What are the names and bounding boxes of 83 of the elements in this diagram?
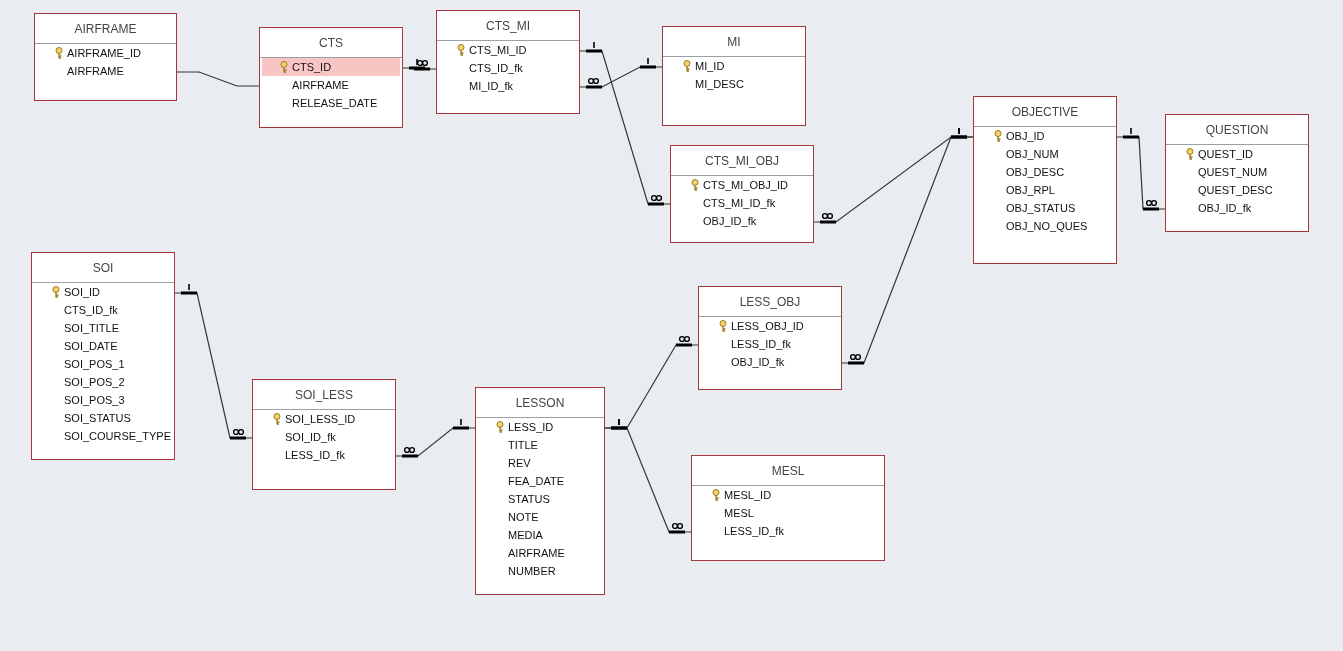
field-name: SOI_STATUS (64, 411, 131, 426)
table-box (691, 455, 885, 561)
relationship-line (395, 417, 476, 458)
relationship-line (604, 417, 692, 534)
field-name: OBJ_DESC (1006, 165, 1065, 180)
field-name: QUEST_DESC (1198, 183, 1273, 198)
field-name: LESS_ID_fk (731, 337, 791, 352)
field-name: AIRFRAME_ID (67, 46, 141, 61)
field-name: LESS_ID_fk (285, 448, 345, 463)
field-name: OBJ_RPL (1006, 183, 1055, 198)
field-name: OBJ_ID_fk (731, 355, 785, 370)
table-box (31, 252, 175, 460)
table-box (662, 26, 806, 126)
table-name: MESL (771, 462, 805, 480)
field-name: CTS_MI_ID_fk (703, 196, 776, 211)
table-name: CTS_MI_OBJ (705, 152, 779, 170)
relationship-line (1116, 126, 1166, 211)
field-name: QUEST_ID (1198, 147, 1253, 162)
relationship-line (579, 40, 671, 206)
field-name: REV (508, 456, 531, 471)
table-name: SOI (92, 259, 114, 277)
field-name: CTS_ID_fk (469, 61, 523, 76)
field-name: AIRFRAME (67, 64, 124, 79)
field-name: SOI_POS_2 (64, 375, 125, 390)
field-name: LESS_OBJ_ID (731, 319, 804, 334)
field-name: TITLE (508, 438, 538, 453)
field-name: OBJ_ID (1006, 129, 1045, 144)
table-name: CTS (319, 34, 343, 52)
field-name: LESS_ID_fk (724, 524, 784, 539)
table-box (34, 13, 177, 101)
relationship-line (176, 71, 260, 87)
field-name: MI_DESC (695, 77, 744, 92)
field-name: QUEST_NUM (1198, 165, 1268, 180)
table-box (259, 27, 403, 128)
table-name: AIRFRAME (74, 20, 137, 38)
field-name: CTS_MI_ID (469, 43, 527, 58)
field-name: MEDIA (508, 528, 543, 543)
field-name: OBJ_ID_fk (703, 214, 757, 229)
field-name: RELEASE_DATE (292, 96, 378, 111)
table-box (436, 10, 580, 114)
field-name: MESL_ID (724, 488, 772, 503)
field-name: OBJ_NUM (1006, 147, 1059, 162)
table-name: LESSON (515, 394, 565, 412)
field-name: CTS_ID (292, 60, 332, 75)
field-name: NUMBER (508, 564, 556, 579)
field-name: LESS_ID (508, 420, 554, 435)
table-box (475, 387, 605, 595)
field-name: FEA_DATE (508, 474, 565, 489)
table-box (698, 286, 842, 390)
table-name: QUESTION (1205, 121, 1269, 139)
field-name: SOI_DATE (64, 339, 118, 354)
table-box (973, 96, 1117, 264)
table-box (1165, 114, 1309, 232)
relationship-line (174, 282, 253, 440)
field-name: MI_ID (695, 59, 725, 74)
relationship-line (841, 126, 974, 365)
table-name: CTS_MI (486, 17, 530, 35)
field-name: SOI_LESS_ID (285, 412, 356, 427)
field-name: SOI_POS_1 (64, 357, 125, 372)
field-name: MI_ID_fk (469, 79, 513, 94)
field-name: AIRFRAME (292, 78, 349, 93)
field-name: SOI_ID_fk (285, 430, 336, 445)
relationship-line (402, 57, 437, 71)
relationship-line (579, 56, 663, 89)
field-name: AIRFRAME (508, 546, 565, 561)
table-name: OBJECTIVE (1011, 103, 1079, 121)
field-name: OBJ_ID_fk (1198, 201, 1252, 216)
table-name: MI (727, 33, 741, 51)
field-name: OBJ_NO_QUES (1006, 219, 1088, 234)
field-name: STATUS (508, 492, 550, 507)
field-name: CTS_ID_fk (64, 303, 118, 318)
field-name: MESL (724, 506, 754, 521)
field-name: SOI_COURSE_TYPE (64, 429, 171, 444)
field-name: SOI_ID (64, 285, 101, 300)
table-box (670, 145, 814, 243)
table-name: LESS_OBJ (739, 293, 801, 311)
field-name: SOI_TITLE (64, 321, 120, 336)
field-name: CTS_MI_OBJ_ID (703, 178, 788, 193)
field-name: SOI_POS_3 (64, 393, 125, 408)
table-name: SOI_LESS (295, 386, 353, 404)
field-name: OBJ_STATUS (1006, 201, 1076, 216)
field-name: NOTE (508, 510, 539, 525)
table-box (252, 379, 396, 490)
